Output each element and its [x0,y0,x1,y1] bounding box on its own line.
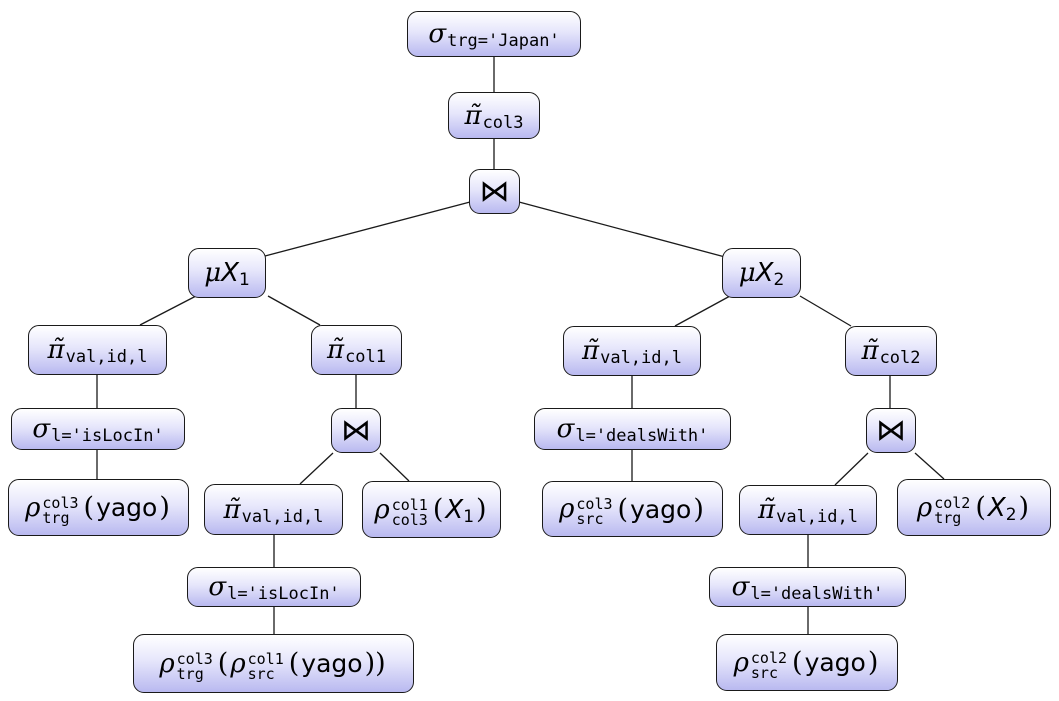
rename-target: col2 [750,648,788,667]
sigma-symbol: σ [731,572,750,602]
rho-symbol: ρ [916,492,933,523]
relation-name: yago [630,494,692,524]
edge-mux1-pcol1 [267,295,321,326]
projection-node-val-id-l-b[interactable]: π̃val,id,l [563,326,701,376]
pi-tilde-symbol: π̃ [223,494,241,525]
rename-target: col2 [934,493,971,512]
edge-join-mux2 [518,201,726,258]
inner-rho-symbol: ρ [230,648,246,679]
mu-symbol: μ [204,258,222,288]
rename-target: col3 [176,649,213,668]
inner-rename-source: src [247,664,275,683]
fixpoint-variable-index: 2 [773,270,785,290]
edge-mux1-pa [139,295,197,326]
relation-name: yago [804,648,866,677]
rho-symbol: ρ [733,647,749,678]
rho-symbol: ρ [159,648,175,679]
sigma-symbol: σ [208,572,227,602]
selection-condition: trg='Japan' [447,31,560,51]
join-node-left[interactable]: ⋈ [331,408,381,453]
rename-target: col3 [42,493,79,512]
pi-tilde-symbol: π̃ [47,335,65,365]
pi-tilde-symbol: π̃ [861,336,879,366]
fixpoint-variable: X [221,258,239,288]
fixpoint-variable-index: 1 [238,270,250,290]
rename-source: col3 [391,510,428,529]
relation-name: yago [301,649,363,678]
fixpoint-variable: X [755,258,774,288]
rho-symbol: ρ [374,494,390,525]
rename-target: col1 [391,495,428,514]
projection-attributes: val,id,l [776,507,858,527]
rename-source: src [750,663,778,682]
projection-attributes: col3 [482,112,524,133]
edge-join-mux1 [264,201,471,257]
projection-attributes: val,id,l [65,347,148,367]
join-icon: ⋈ [876,413,906,448]
rename-target: col3 [576,495,613,513]
edge-joinl-rx1 [379,452,410,482]
rename-source: src [576,510,604,528]
edge-mux2-pb [674,295,731,327]
rename-source: trg [934,508,962,527]
projection-node-val-id-l-c[interactable]: π̃val,id,l [204,484,343,535]
sigma-symbol: σ [32,414,51,444]
join-icon: ⋈ [341,413,371,448]
fixpoint-variable-index: 1 [463,506,475,527]
selection-condition: l='isLocIn' [227,584,340,604]
projection-attributes: val,id,l [241,506,324,527]
sigma-symbol: σ [556,414,575,444]
projection-attributes: col1 [345,347,387,367]
selection-condition: l='isLocIn' [51,426,164,446]
pi-tilde-symbol: π̃ [582,336,600,366]
rho-symbol: ρ [559,494,575,524]
relation-name: yago [96,493,158,522]
pi-tilde-symbol: π̃ [758,495,776,525]
join-icon: ⋈ [479,174,510,209]
join-node-top[interactable]: ⋈ [469,169,520,214]
rename-source: trg [176,664,204,683]
projection-node-col3[interactable]: π̃col3 [448,92,540,139]
inner-rename-target: col1 [247,649,284,668]
projection-node-val-id-l-a[interactable]: π̃val,id,l [28,325,167,375]
fixpoint-variable-index: 2 [1005,504,1017,525]
projection-node-col2[interactable]: π̃col2 [845,326,937,376]
projection-attributes: val,id,l [600,348,682,368]
edge-mux2-pcol2 [799,295,852,327]
projection-node-col1[interactable]: π̃col1 [311,325,402,375]
pi-tilde-symbol: π̃ [464,100,482,131]
fixpoint-variable: X [445,494,464,525]
fixpoint-variable: X [987,492,1006,523]
pi-tilde-symbol: π̃ [326,335,345,365]
mu-symbol: μ [738,258,756,288]
rho-symbol: ρ [25,492,41,523]
edge-joinl-pc [299,452,334,485]
edge-joinr-rx2 [914,452,945,480]
selection-condition: l='dealsWith' [575,426,709,446]
join-node-right[interactable]: ⋈ [866,408,916,453]
edge-joinr-pd [834,452,869,486]
selection-condition: l='dealsWith' [750,584,884,604]
projection-node-val-id-l-d[interactable]: π̃val,id,l [739,485,877,535]
rename-source: trg [42,508,70,527]
sigma-symbol: σ [428,19,447,49]
projection-attributes: col2 [879,348,921,368]
